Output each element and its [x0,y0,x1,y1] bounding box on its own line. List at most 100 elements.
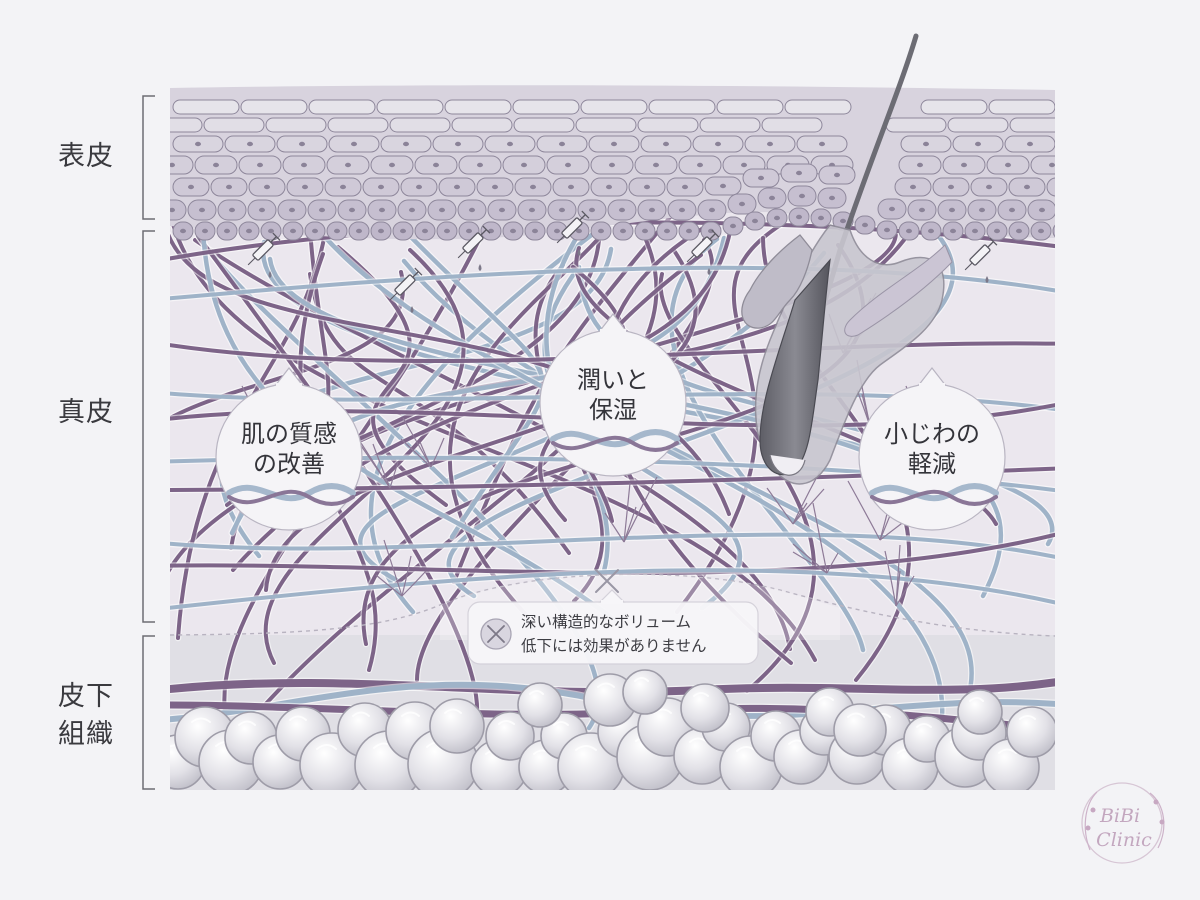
fat-lobule [429,698,485,754]
collagen-fiber [401,258,974,726]
cell-nucleus [682,184,688,190]
cell-nucleus [709,207,715,213]
microinjection-syringes [247,210,998,313]
cross-mark-icon [595,569,619,593]
cell-nucleus [180,228,186,234]
epidermal-cell [513,117,575,133]
cell-nucleus [950,228,956,234]
cell-nucleus [663,141,669,147]
cell-nucleus [226,184,232,190]
limitation-line-2: 低下には効果がありません [521,637,707,655]
cell-nucleus [769,195,775,201]
cell-nucleus [1024,184,1030,190]
cell-nucleus [961,162,967,168]
cell-nucleus [819,141,825,147]
cell-nucleus [758,175,764,181]
cell-nucleus [469,207,475,213]
benefit-label-line-2: の改善 [253,450,325,478]
cell-nucleus [356,228,362,234]
epidermal-cell [761,117,823,133]
cell-nucleus [1005,162,1011,168]
cell-nucleus [565,162,571,168]
limitation-line-1: 深い構造的なボリューム [521,613,691,631]
capillary [766,487,794,525]
epidermal-cell [170,117,203,133]
epidermal-cell [699,117,761,133]
cell-nucleus [923,141,929,147]
cell-nucleus [720,183,726,189]
cell-nucleus [170,207,175,213]
limitation-callout: 深い構造的なボリューム 低下には効果がありません [467,569,759,665]
epidermal-cell [637,117,699,133]
cell-nucleus [455,141,461,147]
cell-nucleus [301,162,307,168]
cell-nucleus [994,228,1000,234]
cell-nucleus [796,214,802,220]
cell-nucleus [554,228,560,234]
cell-nucleus [349,207,355,213]
cell-nucleus [259,207,265,213]
epidermal-cell [1046,177,1055,197]
cell-nucleus [1062,185,1068,189]
capillary [895,570,901,607]
cell-nucleus [351,141,357,147]
cell-nucleus [906,228,912,234]
hair-follicle [741,33,953,485]
cell-nucleus [774,215,780,221]
benefit-label-line-1: 潤いと [577,366,649,394]
cell-nucleus [1027,141,1033,147]
cell-nucleus [664,228,670,234]
capillary [401,570,427,597]
cell-nucleus [796,170,802,176]
syringe-icon [389,267,423,301]
epidermal-cell [716,99,784,115]
cell-nucleus [949,207,955,213]
cell-nucleus [829,195,835,201]
cell-nucleus [439,207,445,213]
cell-nucleus [799,193,805,199]
collagen-fiber [263,248,466,665]
cell-nucleus [884,227,890,233]
cell-nucleus [568,184,574,190]
cell-nucleus [416,184,422,190]
cell-nucleus [199,207,205,213]
cell-nucleus [224,228,230,234]
epidermal-cell [172,99,240,115]
cell-nucleus [1039,207,1045,213]
collagen-fiber [171,222,817,662]
epidermis-cells [170,85,1123,241]
cell-nucleus [948,184,954,190]
epidermal-cell [885,117,947,133]
droplet-icon [577,249,581,256]
cell-nucleus [715,141,721,147]
droplet-icon [268,271,272,278]
cell-nucleus [257,162,263,168]
cell-nucleus [499,207,505,213]
cell-nucleus [202,228,208,234]
cell-nucleus [289,207,295,213]
epidermal-cell [575,117,637,133]
collagen-fiber [675,222,784,614]
cell-nucleus [1060,229,1066,233]
epidermal-cell [1057,100,1123,114]
epidermal-cell [376,99,444,115]
volume-boundary-line [169,573,1056,637]
collagen-fiber [446,223,955,599]
capillary [375,574,403,597]
cell-nucleus [730,223,736,229]
cell-nucleus [611,141,617,147]
cell-nucleus [589,207,595,213]
cell-nucleus [679,207,685,213]
epidermal-cell [240,99,308,115]
cell-nucleus [247,141,253,147]
cell-nucleus [752,218,758,224]
cell-nucleus [510,228,516,234]
cell-nucleus [213,162,219,168]
cell-nucleus [840,218,846,224]
cell-nucleus [299,141,305,147]
capillary [792,502,808,525]
cell-nucleus [409,207,415,213]
